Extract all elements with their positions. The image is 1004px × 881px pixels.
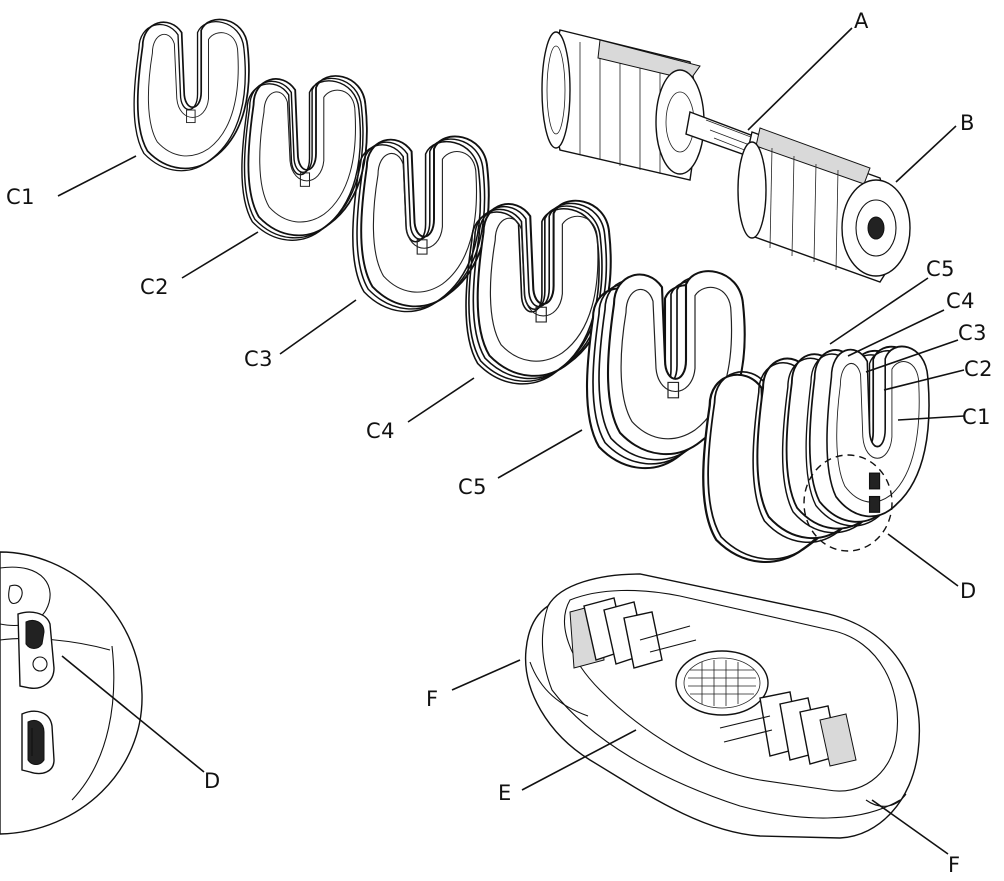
label-e: E (498, 781, 512, 805)
left-selector-drum (541, 29, 705, 181)
plate-c5 (585, 270, 746, 470)
label-c5-left: C5 (458, 475, 487, 499)
label-c4-left: C4 (366, 419, 395, 443)
right-selector-drum (737, 127, 911, 283)
label-f-right: F (948, 853, 961, 877)
label-c3-left: C3 (244, 347, 273, 371)
detail-d-magnifier (0, 551, 143, 835)
label-c2-right: C2 (964, 357, 993, 381)
base-vent (675, 650, 769, 716)
label-b: B (960, 111, 975, 135)
label-c5-right: C5 (926, 257, 955, 281)
label-f-left: F (426, 687, 439, 711)
latch-upper (17, 611, 55, 689)
label-d-left: D (204, 769, 221, 793)
left-foot (529, 661, 589, 717)
base-tray (524, 573, 921, 839)
dumbbell-handle (541, 29, 911, 283)
plate-c4 (465, 199, 612, 385)
label-c3-right: C3 (958, 321, 987, 345)
detail-d-dashed-circle (803, 454, 893, 552)
assembled-plate-stack (702, 345, 930, 564)
plate-c3 (352, 135, 490, 313)
left-cradle (569, 597, 697, 669)
leader-lines (57, 27, 965, 855)
plate-c1 (133, 18, 250, 172)
label-c2-left: C2 (140, 275, 169, 299)
right-foot (865, 793, 907, 807)
plate-c2 (241, 75, 368, 241)
latch-lower (21, 710, 55, 775)
label-d-right: D (960, 579, 977, 603)
label-c1-left: C1 (6, 185, 35, 209)
label-c4-right: C4 (946, 289, 975, 313)
callout-labels: A B C1 C2 C3 C4 C5 C5 C4 C3 C2 C1 D D E … (6, 9, 993, 877)
vent-holes (688, 660, 756, 706)
label-c1-right: C1 (962, 405, 991, 429)
label-a: A (854, 9, 869, 33)
right-cradle (719, 691, 857, 767)
